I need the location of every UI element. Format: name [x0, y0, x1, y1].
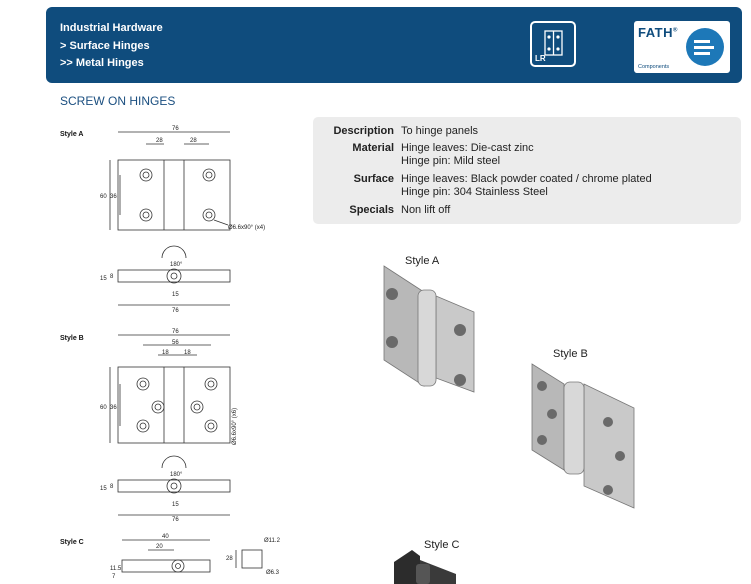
style-c-dim-mid: 20	[156, 544, 163, 550]
style-a-dim-inner: 36	[110, 194, 117, 200]
style-b-angle: 180°	[170, 472, 183, 478]
style-c-dim-height: 11.5	[110, 566, 122, 572]
style-b-dim-left: 18	[162, 350, 169, 356]
style-b-hole-callout: Ø6.6x90° (x6)	[232, 408, 238, 445]
style-c-dim-thickness: 7	[112, 574, 116, 580]
breadcrumb-level-2[interactable]: > Surface Hinges	[60, 39, 150, 52]
style-a-dim-left: 28	[156, 138, 163, 144]
style-a-hinge-image	[383, 265, 475, 393]
spec-row-surface: Surface Hinge leaves: Black powder coate…	[313, 173, 652, 198]
photo-c-label: Style C	[424, 539, 460, 551]
spec-key: Specials	[349, 204, 394, 216]
style-b-side-thickness: 8	[110, 484, 114, 490]
style-a-dim-width: 76	[172, 126, 179, 132]
style-b-dim-mid: 56	[172, 340, 179, 346]
style-b-dim-width: 76	[172, 329, 179, 335]
style-c-dia-outer: Ø11.2	[264, 538, 281, 544]
style-a-dim-right: 28	[190, 138, 197, 144]
spec-key: Material	[352, 142, 394, 154]
style-c-dim-width: 40	[162, 534, 169, 540]
style-b-label: Style B	[60, 335, 84, 342]
hinge-lr-icon: LR	[530, 21, 576, 67]
style-c-drawing: 40 20 11.5 7 28 Ø11.2 Ø6.3	[110, 534, 281, 580]
spec-key: Surface	[353, 173, 394, 185]
style-c-label: Style C	[60, 539, 84, 546]
style-b-hinge-image	[531, 363, 635, 509]
header-banner: Industrial Hardware > Surface Hinges >> …	[46, 7, 742, 83]
fath-logo: FATH® Components	[634, 21, 730, 73]
breadcrumb: Industrial Hardware > Surface Hinges >> …	[60, 20, 163, 73]
style-b-side-width: 15	[172, 502, 179, 508]
spec-row-specials: Specials Non lift off	[313, 204, 450, 217]
style-a-side-width: 15	[172, 292, 179, 298]
spec-value: To hinge panels	[401, 125, 479, 137]
style-a-side-height: 15	[100, 276, 107, 282]
style-a-dim-height: 60	[100, 194, 107, 200]
style-c-dim-side: 28	[226, 556, 233, 562]
style-a-hole-callout: Ø6.6x90° (x4)	[228, 225, 265, 231]
logo-text: FATH®	[638, 25, 678, 40]
logo-emblem-icon	[686, 28, 724, 66]
photo-b-label: Style B	[553, 348, 588, 360]
breadcrumb-level-1[interactable]: Industrial Hardware	[60, 22, 163, 34]
style-b-dim-height: 60	[100, 405, 107, 411]
style-a-label: Style A	[60, 131, 84, 138]
spec-key: Description	[333, 125, 394, 137]
style-b-side-height: 15	[100, 486, 107, 492]
style-c-dia-inner: Ø6.3	[266, 570, 280, 576]
style-b-side-total: 76	[172, 517, 179, 523]
style-a-front-drawing: 76 28 28 60 36 Ø6.6x90° (x4) 180° 15 8 1…	[100, 126, 265, 314]
style-b-front-drawing: 76 56 18 18 60 36 Ø6.6x90° (x6) 180° 15 …	[100, 329, 238, 523]
spec-panel: Description To hinge panels Material Hin…	[313, 117, 741, 224]
breadcrumb-level-3[interactable]: >> Metal Hinges	[60, 57, 144, 69]
style-a-side-thickness: 8	[110, 274, 114, 280]
logo-subtext: Components	[638, 64, 670, 70]
style-a-angle: 180°	[170, 262, 183, 268]
style-b-dim-inner: 36	[110, 405, 117, 411]
spec-value: Non lift off	[401, 204, 451, 216]
spec-row-description: Description To hinge panels	[313, 125, 478, 138]
spec-value: Hinge leaves: Black powder coated / chro…	[401, 173, 652, 198]
style-b-dim-right: 18	[184, 350, 191, 356]
section-title: SCREW ON HINGES	[60, 94, 176, 108]
photo-a-label: Style A	[405, 255, 440, 267]
style-a-side-total: 76	[172, 308, 179, 314]
lr-badge-text: LR	[535, 54, 546, 63]
style-c-hinge-image	[394, 550, 456, 584]
